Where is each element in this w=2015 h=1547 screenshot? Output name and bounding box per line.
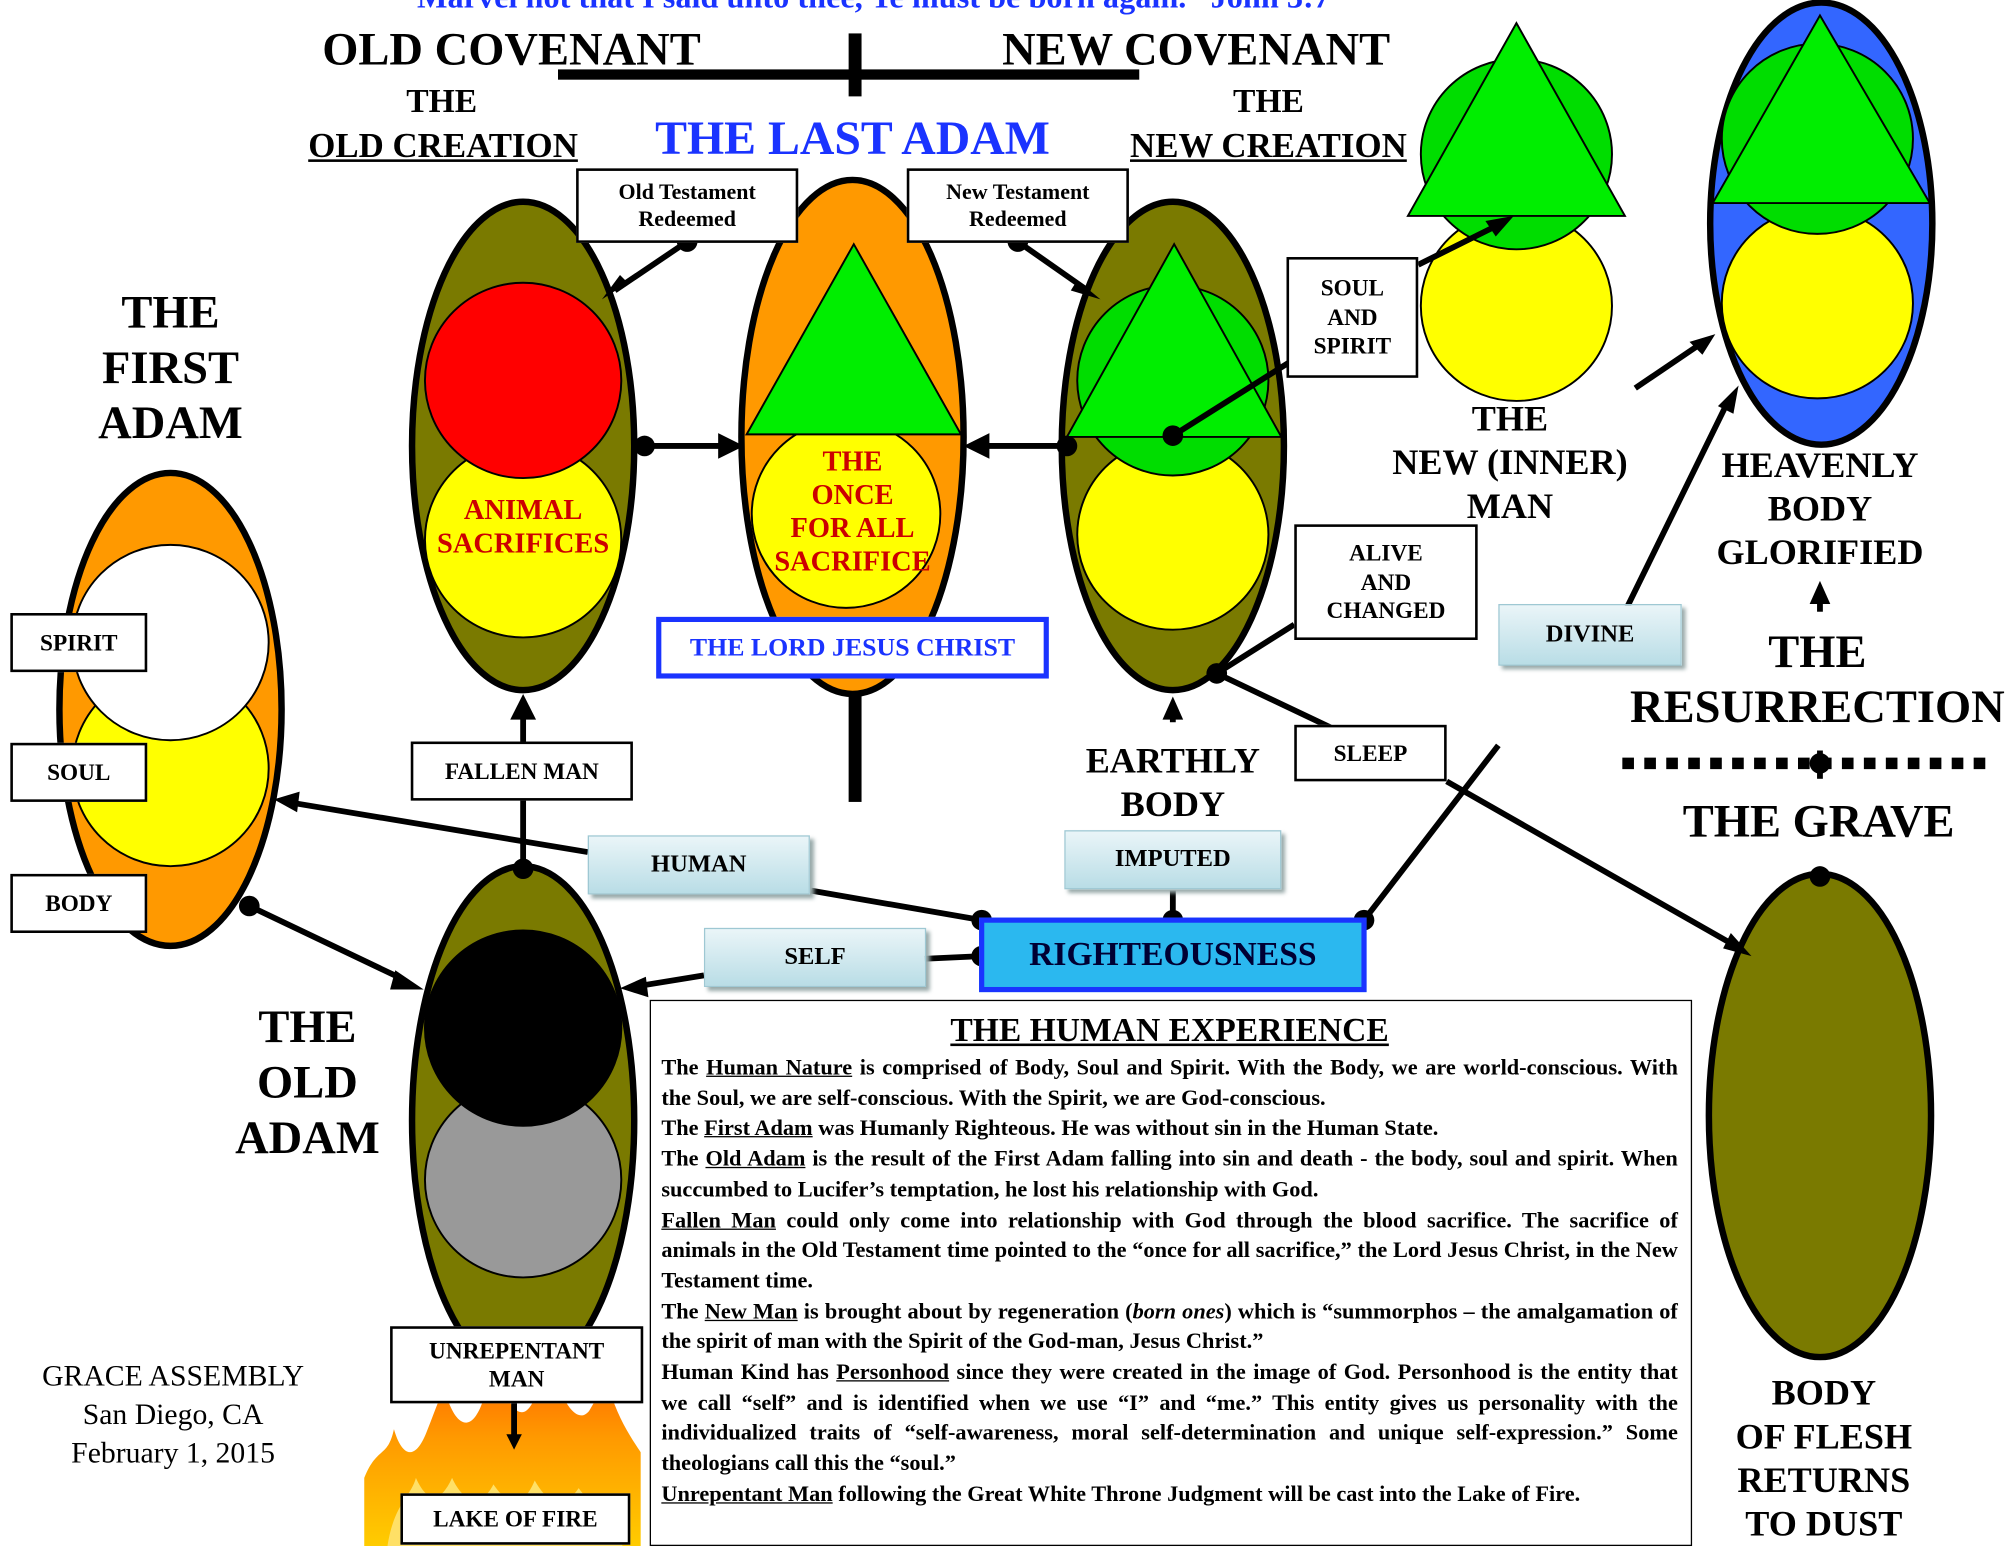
- heavenly-body-figure: [1706, 0, 1936, 448]
- experience-paragraph-2: The First Adam was Humanly Righteous. He…: [661, 1116, 1439, 1141]
- human-experience-title: THE HUMAN EXPERIENCE: [950, 1011, 1389, 1049]
- fallen-man-box: FALLEN MAN: [410, 741, 633, 801]
- soul-box: SOUL: [10, 742, 148, 802]
- body-box: BODY: [10, 873, 148, 934]
- arrowheads: [273, 215, 1831, 1450]
- human-tag: HUMAN: [587, 835, 810, 895]
- righteousness-box: RIGHTEOUSNESS: [979, 917, 1367, 993]
- experience-paragraph-4: Fallen Man could only come into relation…: [661, 1207, 1678, 1293]
- experience-paragraph-3: The Old Adam is the result of the First …: [661, 1146, 1678, 1202]
- experience-paragraph-7: Unrepentant Man following the Great Whit…: [661, 1481, 1581, 1506]
- experience-paragraph-5: The New Man is brought about by regenera…: [661, 1298, 1678, 1354]
- new-creation-heading: NEW CREATION: [1130, 125, 1407, 165]
- old-adam-figure: [408, 862, 638, 1379]
- new-creation-the: THE: [1232, 82, 1304, 120]
- spirit-box: SPIRIT: [10, 613, 148, 673]
- old-creation-heading: OLD CREATION: [308, 125, 578, 165]
- divine-tag: DIVINE: [1498, 604, 1682, 666]
- christ-figure: [738, 176, 967, 698]
- imputed-tag: IMPUTED: [1064, 830, 1282, 890]
- last-adam-heading: THE LAST ADAM: [655, 113, 1050, 166]
- self-tag: SELF: [703, 927, 927, 987]
- new-inner-man-figure: [1406, 21, 1627, 402]
- experience-paragraph-1: The Human Nature is comprised of Body, S…: [661, 1055, 1678, 1110]
- sleep-box: SLEEP: [1294, 724, 1447, 782]
- human-experience-panel: THE HUMAN EXPERIENCE The Human Nature is…: [649, 999, 1693, 1547]
- first-adam-figure: [56, 469, 285, 950]
- lord-jesus-christ-box: THE LORD JESUS CHRIST: [656, 616, 1049, 679]
- grave-label: THE GRAVE: [1682, 795, 1955, 847]
- experience-paragraph-6: Human Kind has Personhood since they wer…: [661, 1359, 1678, 1476]
- connectors: [248, 223, 1823, 1437]
- new-covenant-heading: NEW COVENANT: [1002, 23, 1391, 75]
- lake-of-fire-box: LAKE OF FIRE: [400, 1493, 631, 1545]
- fallen-man-figure: [408, 198, 638, 694]
- old-creation-the: THE: [406, 82, 478, 120]
- old-covenant-heading: OLD COVENANT: [322, 23, 701, 75]
